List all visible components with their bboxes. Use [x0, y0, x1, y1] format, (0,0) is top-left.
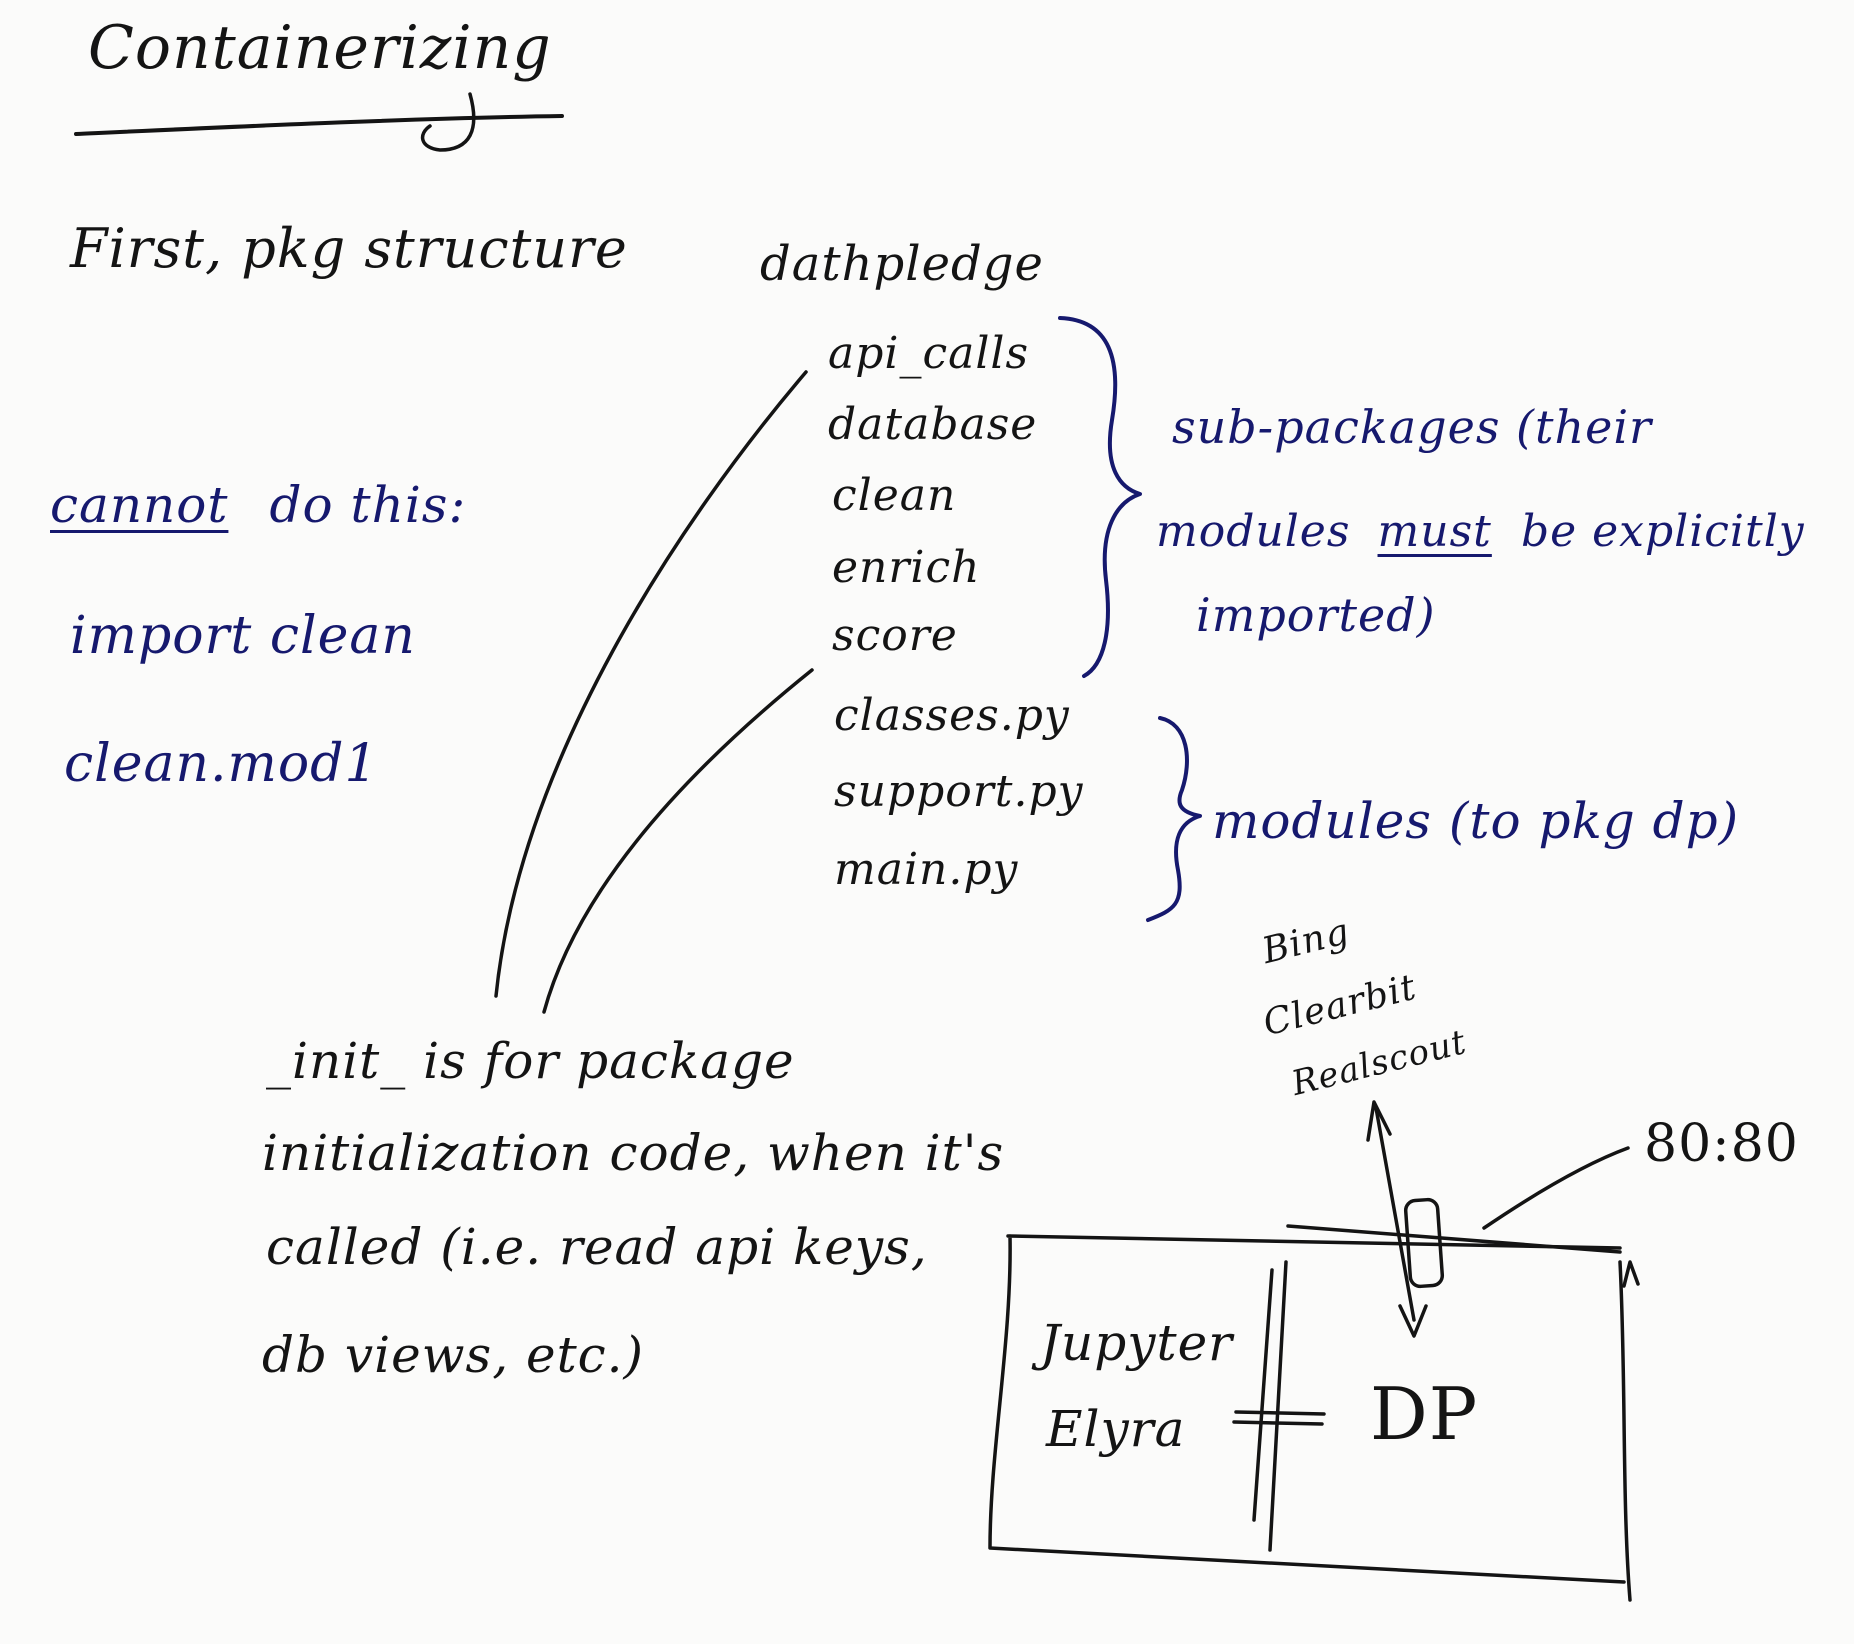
service-arrow	[1374, 1106, 1416, 1322]
subpackage-item: enrich	[832, 542, 981, 593]
subpackages-note-line1: sub-packages (their	[1172, 400, 1653, 454]
code-import-line: import clean	[70, 606, 416, 666]
subpackages-note-line3: imported)	[1196, 588, 1436, 642]
port-pointer	[1482, 1146, 1630, 1230]
service-label: Clearbit	[1259, 966, 1421, 1045]
pkg-structure-heading: First, pkg structure	[70, 217, 628, 280]
title-underline	[74, 114, 564, 136]
init-connector-line	[494, 370, 808, 998]
page-title: Containerizing	[88, 13, 552, 83]
package-name: dathpledge	[760, 236, 1044, 292]
init-note-line4: db views, etc.)	[262, 1326, 645, 1384]
modules-brace	[1146, 716, 1202, 922]
module-item: support.py	[834, 766, 1084, 817]
elyra-label: Elyra	[1046, 1400, 1186, 1458]
cannot-rest: do this:	[269, 476, 467, 534]
module-item: main.py	[834, 844, 1019, 895]
subpackages-brace	[1058, 316, 1142, 678]
host-line	[1286, 1224, 1622, 1254]
cannot-word: cannot	[50, 476, 229, 534]
code-module-line: clean.mod1	[64, 734, 379, 794]
subpackages-note-must: must	[1377, 506, 1492, 557]
subpackage-item: database	[828, 399, 1038, 450]
arrow-up-icon	[1366, 1100, 1392, 1142]
init-note-line3: called (i.e. read api keys,	[266, 1218, 928, 1276]
subpackage-item: api_calls	[828, 328, 1030, 379]
container-divider	[1252, 1260, 1288, 1552]
port-label: 80:80	[1644, 1114, 1799, 1174]
service-label: Bing	[1258, 910, 1354, 973]
init-note-line1: _init_ is for package	[266, 1032, 795, 1090]
module-item: classes.py	[834, 690, 1070, 741]
arrow-down-icon	[1398, 1304, 1428, 1338]
dp-label: DP	[1370, 1372, 1479, 1456]
subpackage-item: clean	[832, 470, 957, 521]
subpackage-item: score	[832, 610, 958, 661]
title-g-hook	[420, 92, 476, 152]
subpackages-note-line2: modules must be explicitly	[1156, 510, 1805, 554]
corner-arrow-icon	[1622, 1260, 1640, 1288]
init-connector-line	[542, 668, 814, 1014]
service-label: Realscout	[1287, 1022, 1471, 1104]
cannot-line: cannot do this:	[50, 480, 466, 530]
modules-note: modules (to pkg dp)	[1212, 792, 1740, 850]
container-link	[1232, 1410, 1326, 1426]
subpackages-note-explicitly: be explicitly	[1520, 506, 1805, 557]
subpackages-note-modules: modules	[1156, 506, 1351, 557]
init-note-line2: initialization code, when it's	[262, 1124, 1005, 1182]
port-pipe	[1403, 1197, 1445, 1289]
jupyter-label: Jupyter	[1040, 1314, 1234, 1372]
